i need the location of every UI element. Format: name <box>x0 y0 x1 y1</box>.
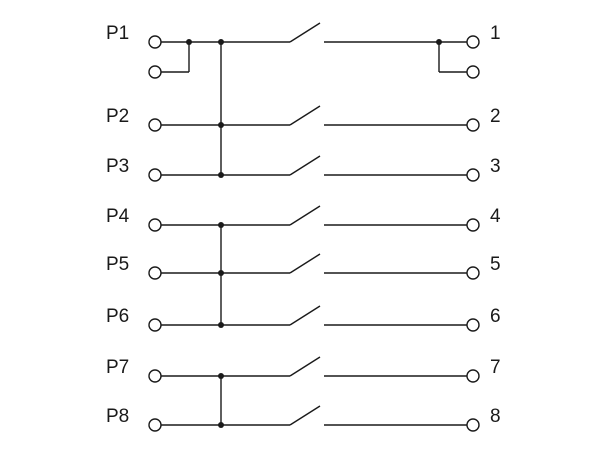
right-label-3: 3 <box>490 156 501 177</box>
left-label-p6: P6 <box>106 306 129 327</box>
left-label-p5: P5 <box>106 254 129 275</box>
bus-junction-group-b-row-5 <box>218 270 224 276</box>
right-label-4: 4 <box>490 206 501 227</box>
left-stub-junction-1 <box>186 39 192 45</box>
left-terminal-1 <box>148 35 162 49</box>
left-label-p4: P4 <box>106 206 130 227</box>
bus-junction-group-c-row-8 <box>218 422 224 428</box>
switch-blade-5 <box>289 253 321 274</box>
left-terminal-7 <box>148 369 162 383</box>
switch-blade-3 <box>289 155 321 176</box>
left-terminal-2 <box>148 118 162 132</box>
switch-blade-1 <box>289 22 321 43</box>
left-label-p1: P1 <box>106 23 129 44</box>
right-label-6: 6 <box>490 306 501 327</box>
left-label-p8: P8 <box>106 406 129 427</box>
bus-junction-group-a-row-2 <box>218 122 224 128</box>
bus-junction-group-c-row-7 <box>218 373 224 379</box>
bus-junction-group-b-row-6 <box>218 322 224 328</box>
label-layer: P1 1P2 2P3 3P4 4P5 5P6 6P7 7P8 8 <box>106 23 501 427</box>
left-label-p7: P7 <box>106 357 129 378</box>
switch-blade-4 <box>289 205 321 226</box>
right-terminal-8 <box>466 418 480 432</box>
node-layer <box>148 35 480 432</box>
bus-junction-group-a-row-1 <box>218 39 224 45</box>
right-terminal-5 <box>466 266 480 280</box>
switch-blade-8 <box>289 405 321 426</box>
right-terminal-7 <box>466 369 480 383</box>
left-terminal-3 <box>148 168 162 182</box>
right-label-7: 7 <box>490 357 501 378</box>
left-terminal-4 <box>148 218 162 232</box>
left-terminal-5 <box>148 266 162 280</box>
right-stub-junction-1 <box>436 39 442 45</box>
right-terminal-1 <box>466 35 480 49</box>
right-terminal-4 <box>466 218 480 232</box>
wiring-layer <box>161 22 467 426</box>
right-terminal-1-b <box>466 65 480 79</box>
switch-blade-2 <box>289 105 321 126</box>
left-terminal-6 <box>148 318 162 332</box>
switch-blade-6 <box>289 305 321 326</box>
left-terminal-1-b <box>148 65 162 79</box>
right-label-8: 8 <box>490 406 501 427</box>
right-label-2: 2 <box>490 106 501 127</box>
bus-junction-group-b-row-4 <box>218 222 224 228</box>
left-label-p2: P2 <box>106 106 129 127</box>
left-label-p3: P3 <box>106 156 129 177</box>
right-terminal-6 <box>466 318 480 332</box>
switch-blade-7 <box>289 356 321 377</box>
right-label-5: 5 <box>490 254 501 275</box>
right-terminal-2 <box>466 118 480 132</box>
right-label-1: 1 <box>490 23 501 44</box>
bus-junction-group-a-row-3 <box>218 172 224 178</box>
right-terminal-3 <box>466 168 480 182</box>
left-terminal-8 <box>148 418 162 432</box>
